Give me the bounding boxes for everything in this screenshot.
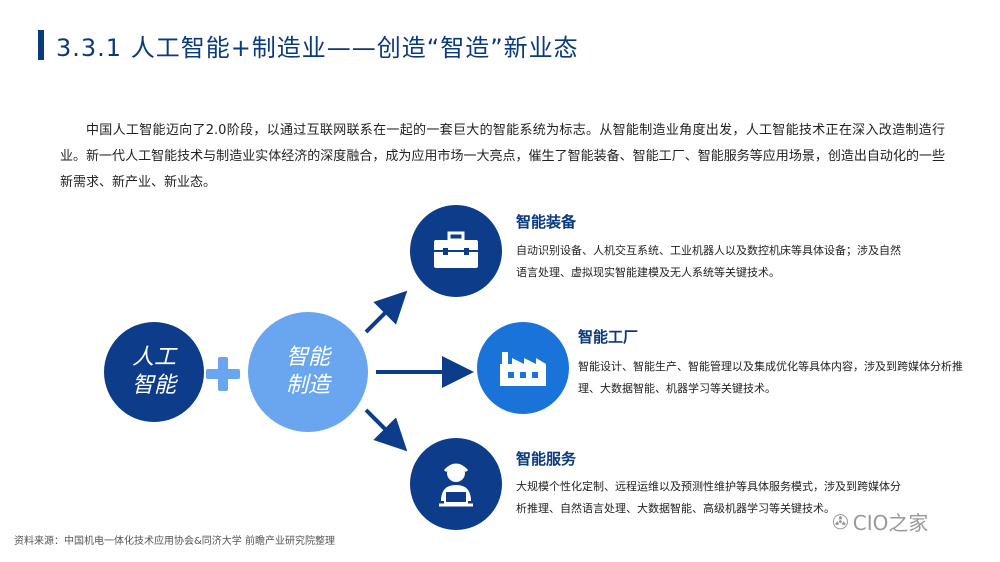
equipment-title: 智能装备 [516,213,577,231]
wechat-icon: ✇ [832,509,849,534]
equipment-circle [410,205,502,297]
toolbox-icon [434,231,478,268]
page-title: 3.3.1 人工智能+制造业——创造“智造”新业态 [56,34,579,62]
plus-icon [206,357,240,391]
equipment-desc: 自动识别设备、人机交互系统、工业机器人以及数控机床等具体设备；涉及自然语言处理、… [516,244,901,279]
service-title: 智能服务 [516,450,577,468]
title-accent-bar [38,30,44,60]
factory-desc: 智能设计、智能生产、智能管理以及集成优化等具体内容，涉及到跨媒体分析推理、大数据… [578,360,963,395]
service-desc: 大规模个性化定制、远程运维以及预测性维护等具体服务模式，涉及到跨媒体分析推理、自… [516,480,901,515]
ai-label-line1: 人工 [131,345,176,370]
watermark: ✇ CIO之家 [832,507,928,536]
manufacturing-circle: 智能 制造 [248,312,368,432]
factory-title: 智能工厂 [578,328,639,346]
ai-circle: 人工 智能 [104,322,204,422]
factory-circle [477,322,569,414]
arrow-down-right [364,408,408,452]
mfg-label-line2: 制造 [285,373,330,398]
worker-laptop-icon [439,463,473,507]
mfg-label-line1: 智能 [285,345,330,370]
intro-paragraph: 中国人工智能迈向了2.0阶段，以通过互联网联系在一起的一套巨大的智能系统为标志。… [60,123,945,190]
factory-icon [500,352,546,386]
arrow-up-right [364,290,408,334]
watermark-text: CIO之家 [852,511,929,535]
source-note: 资料来源：中国机电一体化技术应用协会&同济大学 前瞻产业研究院整理 [14,536,335,547]
ai-label-line2: 智能 [131,373,176,398]
service-circle [410,438,502,530]
